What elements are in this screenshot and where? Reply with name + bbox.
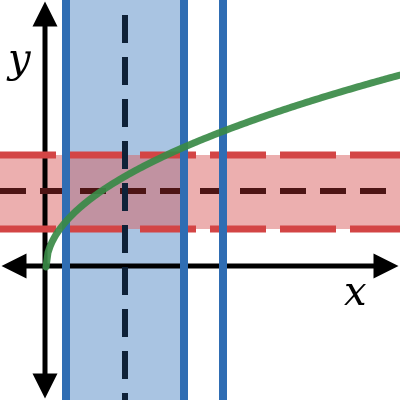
function-curve	[42, 71, 400, 271]
y-axis-label: y	[6, 36, 32, 82]
x-axis-label: x	[344, 269, 367, 315]
